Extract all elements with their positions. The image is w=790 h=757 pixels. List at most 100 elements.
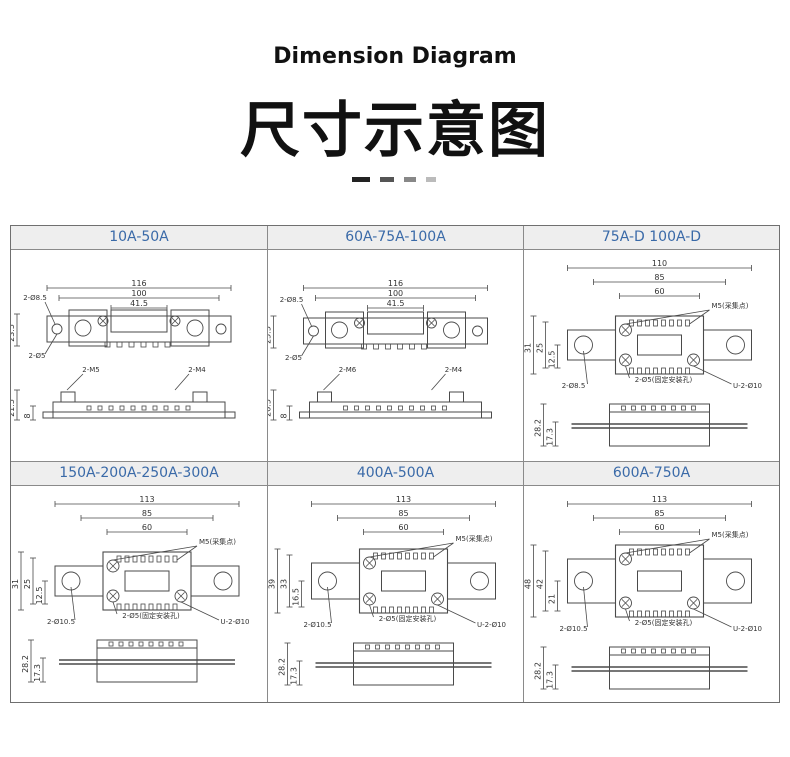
leader-line <box>693 365 732 385</box>
connector-housing <box>358 548 449 614</box>
pin-slot <box>637 319 642 327</box>
dim-side-base: 17.3 <box>290 667 299 685</box>
pin-slot <box>645 610 650 618</box>
pin-slot <box>653 610 658 618</box>
terminal-block <box>170 309 210 347</box>
dim-side-height: 21.5 <box>11 399 16 417</box>
dim-width-inner: 60 <box>654 287 664 296</box>
label-m5: M5(采集点) <box>712 301 749 310</box>
leader-line <box>176 545 198 561</box>
shunt-plate-top <box>46 315 232 343</box>
terminal-hole <box>443 321 460 339</box>
pin-slot <box>661 548 666 556</box>
pin-slot <box>174 405 180 411</box>
label-m5: M5(采集点) <box>456 534 493 543</box>
connector-body <box>367 311 424 335</box>
screw-slot <box>689 599 698 607</box>
screw-slot <box>621 555 630 563</box>
pin-slot <box>140 555 146 563</box>
pin-slot <box>629 610 634 618</box>
pin-slot <box>138 641 144 647</box>
dim-height-inner: 16.5 <box>292 588 301 606</box>
screw-icon <box>169 315 181 327</box>
label-m5: 2-M5 <box>82 366 99 374</box>
pin-slot <box>398 405 403 411</box>
leader-line <box>583 350 588 385</box>
screw-slot <box>356 319 363 327</box>
mount-hole <box>51 323 63 335</box>
pin-slot <box>685 548 690 556</box>
pin-slot <box>641 405 646 411</box>
screw-slot <box>109 592 117 600</box>
label-hole-right: U-2-Ø10 <box>733 382 762 390</box>
pin-slot <box>637 367 642 375</box>
dim-height-inner: 12.5 <box>35 587 44 605</box>
title-english: Dimension Diagram <box>273 44 517 69</box>
pin-slot <box>397 606 402 614</box>
screw-icon <box>97 315 109 327</box>
pin-slot <box>108 641 114 647</box>
pin-slot <box>405 606 410 614</box>
label-m4: 2-M4 <box>445 366 463 374</box>
terminal-nut <box>317 391 332 403</box>
panel-title: 400A-500A <box>268 462 523 486</box>
leader-line <box>625 608 630 622</box>
divider-dash <box>426 177 436 182</box>
dim-height-outer: 39 <box>268 579 277 589</box>
panel-title: 600A-750A <box>524 462 779 486</box>
leader-line <box>112 545 198 561</box>
dim-height-inner: 12.5 <box>548 351 557 369</box>
shunt-body-side <box>609 411 710 447</box>
pin-slot <box>130 405 136 411</box>
dim-height-inner: 21 <box>548 594 557 604</box>
pin-slot <box>141 405 147 411</box>
pin-slot <box>156 603 162 611</box>
pin-slot <box>637 548 642 556</box>
pin-slot <box>661 405 666 411</box>
screw-slot <box>689 356 698 364</box>
pin-slot <box>415 644 420 650</box>
connector-housing <box>614 544 705 618</box>
pin-slot <box>365 644 370 650</box>
pin-slot <box>397 552 402 560</box>
side-top-cap <box>609 646 710 656</box>
shunt-body-side <box>309 401 482 419</box>
label-hole-small: 2-Ø8.5 <box>280 296 304 304</box>
pin-slot <box>421 552 426 560</box>
pin-slot <box>685 367 690 375</box>
pin-slot <box>373 606 378 614</box>
pin-slot <box>118 641 124 647</box>
pin-slot <box>429 552 434 560</box>
dim-width-inner: 60 <box>398 523 408 532</box>
leader-line <box>66 373 84 391</box>
dim-height-mid: 33 <box>280 579 289 589</box>
leader-line <box>583 586 588 628</box>
dim-width-inner: 60 <box>654 523 664 532</box>
leader-line <box>327 586 332 624</box>
side-top-cap <box>96 639 198 649</box>
pin-slot <box>128 641 134 647</box>
pin-slot <box>669 548 674 556</box>
leader-line <box>301 303 312 327</box>
shunt-base <box>299 411 492 419</box>
pin-slot <box>387 405 392 411</box>
dim-width-total: 116 <box>388 279 403 288</box>
pin-slot <box>669 367 674 375</box>
title-chinese: 尺寸示意图 <box>240 96 550 166</box>
connector-body <box>110 309 168 333</box>
dim-height-outer: 31 <box>11 579 20 589</box>
screw-slot <box>621 356 630 364</box>
leader-line <box>112 601 118 615</box>
pin-slot <box>124 555 130 563</box>
pin-slot <box>164 603 170 611</box>
dim-width-mid: 85 <box>654 273 664 282</box>
leader-line <box>693 608 732 628</box>
pin-slot <box>661 648 666 654</box>
pin-slot <box>405 552 410 560</box>
shunt-plate-top <box>303 317 488 345</box>
leader-line <box>44 333 58 355</box>
